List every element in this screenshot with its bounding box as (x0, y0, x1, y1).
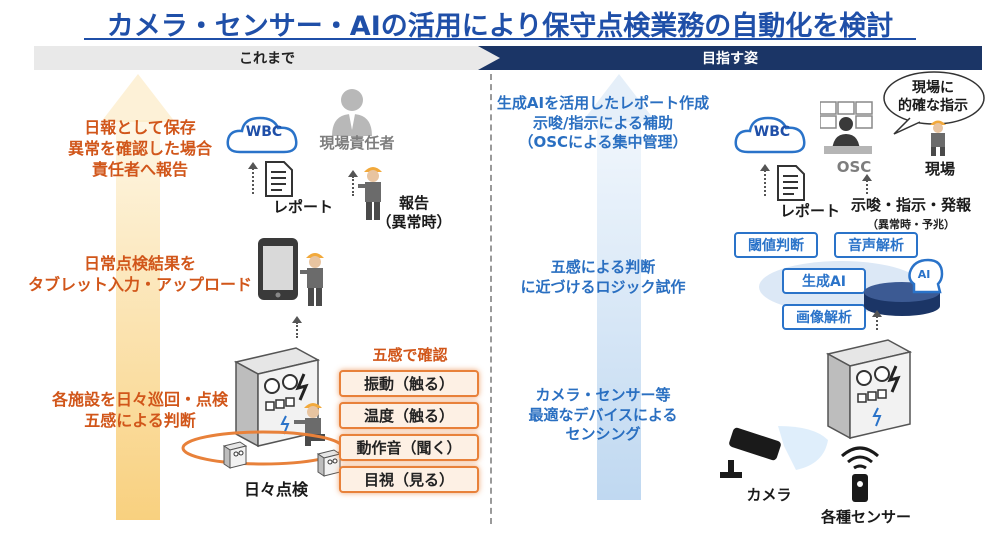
flow-dots (764, 170, 766, 196)
manager-label: 現場責任者 (319, 134, 395, 152)
equipment-cabinet-icon (825, 339, 913, 440)
right-step-mid-line: 五感による判断 (550, 258, 656, 276)
small-cabinet-icon (316, 449, 342, 477)
equipment-cabinet-icon (233, 347, 321, 448)
right-step-bottom-line: カメラ・センサー等 (535, 386, 671, 404)
flow-dots (352, 176, 354, 196)
flow-dots (866, 180, 868, 194)
left-step-bottom: 各施設を日々巡回・点検 五感による判断 (20, 390, 260, 432)
right-step-bottom-line: 最適なデバイスによる (528, 405, 678, 424)
flow-arrow-up (872, 310, 882, 317)
title-underline (84, 38, 916, 40)
flow-arrow-up (348, 170, 358, 177)
document-icon (265, 161, 293, 197)
cloud-icon (734, 116, 806, 154)
document-icon (777, 165, 805, 201)
left-step-top-line: 責任者へ報告 (91, 159, 188, 179)
sense-sound: 動作音（聞く） (339, 434, 479, 461)
generative-ai-box: 生成AI (782, 268, 866, 294)
flow-dots (252, 168, 254, 194)
worker-icon (930, 120, 946, 156)
flow-arrow-up (862, 174, 872, 181)
header-arrow (478, 46, 500, 70)
wbc-label: WBC (245, 124, 283, 140)
tablet-icon (258, 238, 298, 300)
bubble-text-line: 的確な指示 (898, 97, 968, 114)
manager-icon (332, 89, 372, 136)
report-abnormal-line: （異常時） (376, 212, 452, 231)
header-before: これまで (34, 46, 500, 70)
header-after-wrap: 目指す姿 (478, 46, 982, 70)
left-step-top-line: 日報として保存 (84, 118, 196, 137)
cloud-icon (226, 116, 298, 154)
header-after: 目指す姿 (478, 46, 982, 70)
flow-dots (876, 316, 878, 330)
right-step-top: 生成AIを活用したレポート作成 示唆/指示による補助 （OSCによる集中管理） (496, 94, 710, 153)
image-analysis-box: 画像解析 (782, 304, 866, 330)
left-step-top-line: 異常を確認した場合 (67, 138, 212, 158)
voice-analysis-box: 音声解析 (834, 232, 918, 258)
instruct-note: （異常時・予兆） (867, 218, 955, 231)
worker-icon (300, 253, 324, 306)
left-step-top: 日報として保存 異常を確認した場合 責任者へ報告 (40, 118, 240, 180)
site-label: 現場 (924, 160, 955, 178)
progress-arrow-right (597, 120, 641, 500)
left-step-bottom-line: 五感による判断 (84, 410, 196, 430)
operations-center-icon (820, 101, 873, 154)
left-step-mid-line: タブレット入力・アップロード (27, 274, 252, 294)
flow-arrow-up (292, 316, 302, 323)
right-step-top-line: 生成AIを活用したレポート作成 (496, 94, 710, 112)
right-step-bottom: カメラ・センサー等 最適なデバイスによる センシング (506, 386, 700, 445)
camera-label: カメラ (746, 486, 792, 504)
flow-arrow-up (760, 164, 770, 171)
right-step-bottom-line: センシング (565, 425, 641, 443)
sense-temperature: 温度（触る） (339, 402, 479, 429)
bubble-text: 現場に 的確な指示 (890, 80, 976, 115)
ai-badge: AI (917, 268, 931, 281)
threshold-box: 閾値判断 (734, 232, 818, 258)
camera-icon (720, 426, 828, 478)
report-abnormal-line: 報告 (398, 194, 429, 212)
bubble-text-line: 現場に (912, 80, 954, 96)
left-step-mid-line: 日常点検結果を (83, 254, 196, 273)
sense-vibration: 振動（触る） (339, 370, 479, 397)
flow-dots (296, 322, 298, 338)
right-step-mid-line: に近づけるロジック試作 (520, 277, 686, 296)
small-cabinet-icon (222, 441, 248, 469)
left-step-bottom-line: 各施設を日々巡回・点検 (51, 390, 228, 409)
instruct-label: 示唆・指示・発報 (850, 196, 971, 214)
report-label: レポート (779, 202, 840, 220)
osc-label: OSC (836, 158, 872, 176)
right-step-mid: 五感による判断 に近づけるロジック試作 (506, 258, 700, 297)
flow-arrow-up (248, 162, 258, 169)
progress-arrow-left-head (101, 74, 175, 122)
right-step-top-line: （OSCによる集中管理） (518, 133, 688, 151)
page-title: カメラ・センサー・AIの活用により保守点検業務の自動化を検討 (106, 11, 894, 42)
ai-head-icon (908, 258, 944, 294)
right-step-top-line: 示唆/指示による補助 (532, 113, 674, 132)
worker-icon (294, 403, 325, 446)
sensor-icon (841, 446, 879, 502)
section-divider (490, 74, 492, 524)
progress-arrow-left (116, 120, 160, 520)
senses-title: 五感で確認 (372, 346, 448, 364)
sensors-label: 各種センサー (820, 508, 911, 526)
wbc-label: WBC (753, 124, 791, 140)
worker-icon (358, 167, 382, 220)
sense-visual: 目視（見る） (339, 466, 479, 493)
left-step-mid: 日常点検結果を タブレット入力・アップロード (20, 254, 260, 296)
daily-check-label: 日々点検 (243, 480, 308, 499)
progress-arrow-right-head (582, 74, 656, 122)
report-abnormal-label: 報告 （異常時） (372, 194, 456, 232)
report-label: レポート (272, 198, 333, 216)
